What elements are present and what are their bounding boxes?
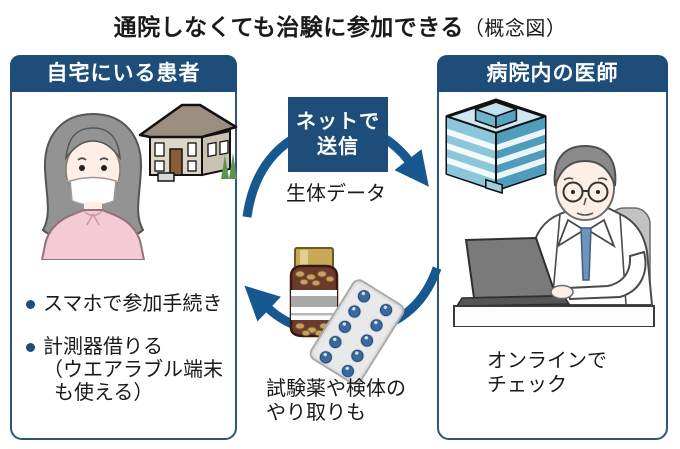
online-check-line2: チェック [487,374,567,397]
patient-panel-header: 自宅にいる患者 [10,55,237,92]
hospital-building-icon [445,98,547,194]
net-send-line2: 送信 [317,135,359,158]
net-send-box: ネットで 送信 [288,97,388,172]
biometric-data-label: 生体データ [286,183,386,205]
bullet-dot-icon [26,343,35,352]
desk [453,305,655,327]
masked-woman-illustration [40,112,146,260]
online-check-caption: オンラインで チェック [487,349,607,398]
page-title: 通院しなくても治験に参加できる（概念図） [0,8,680,42]
device-bullet-line2: （ウエアラブル端末 [43,359,223,382]
net-send-line1: ネットで [296,110,380,133]
bullet-dot-icon [26,300,35,309]
online-check-line1: オンラインで [487,350,607,372]
participation-bullet-label: スマホで参加手続き [43,293,223,315]
device-bullet-line1: 計測器借りる [43,336,163,358]
exchange-line2: やり取りも [266,402,366,425]
exchange-line1: 試験薬や検体の [266,378,406,400]
device-bullet-line3: も使える） [54,382,154,405]
page-title-suffix: （概念図） [463,18,567,40]
page-title-main: 通院しなくても治験に参加できる [113,14,464,40]
doctor-panel-header: 病院内の医師 [437,55,668,92]
exchange-caption: 試験薬や検体の やり取りも [266,377,406,426]
doctor-at-laptop-illustration [453,144,655,327]
device-bullet: 計測器借りる （ウエアラブル端末 も使える） [26,336,231,406]
tie-icon [580,227,592,281]
participation-bullet: スマホで参加手続き [26,293,231,316]
house-icon [138,103,238,182]
